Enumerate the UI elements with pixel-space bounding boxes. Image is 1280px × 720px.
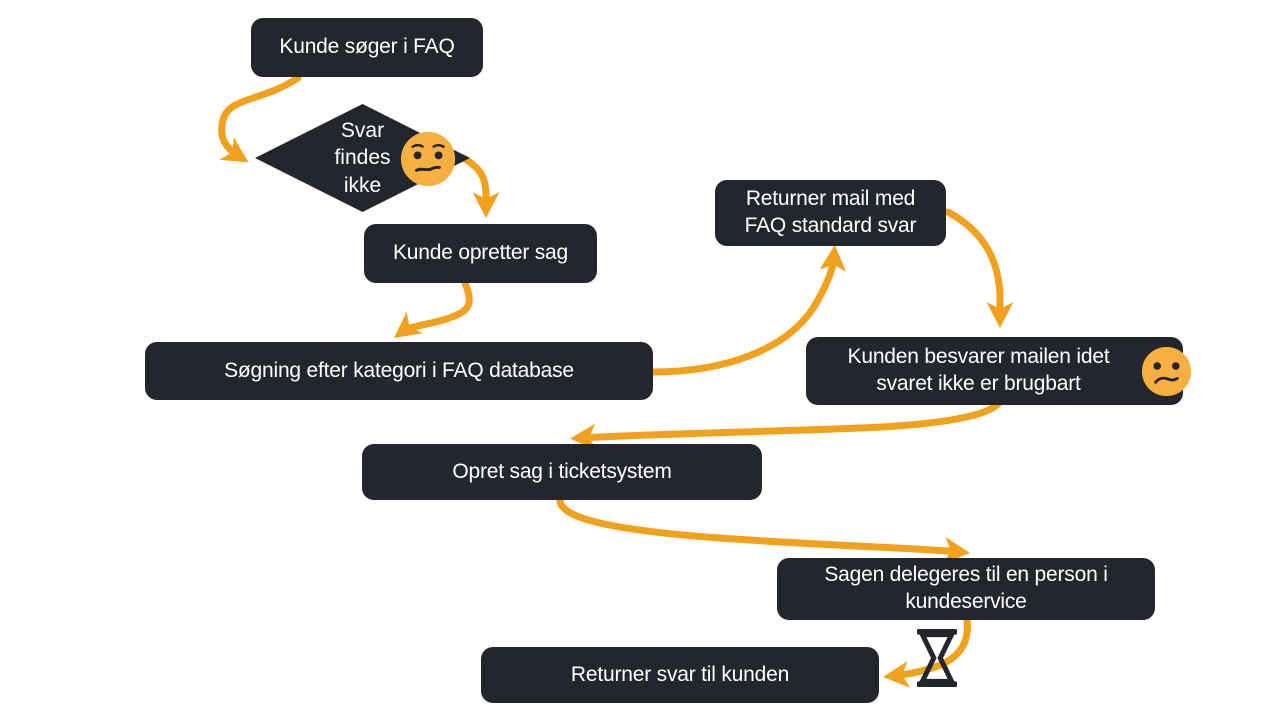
node-label: Kunde søger i FAQ [279, 35, 455, 59]
frowning-face-icon [1142, 347, 1191, 396]
node-label: Kunde opretter sag [392, 241, 569, 265]
node-label: Returner mail med FAQ standard svar [744, 187, 917, 237]
node-label: Returner svar til kunden [570, 662, 790, 686]
node-label: Svar findes ikke [334, 119, 391, 197]
node-label: Opret sag i ticketsystem [452, 459, 672, 483]
node-label: Kunden besvarer mailen idet svaret ikke … [847, 345, 1110, 395]
edge-decision-to-kunde-opretter [459, 154, 500, 219]
edge-returner-mail-to-kunden-besvarer [944, 208, 1014, 329]
node-label: Sagen delegeres til en person i kundeser… [824, 563, 1108, 613]
node-soegning-kategori[interactable]: Søgning efter kategori i FAQ database [145, 342, 653, 400]
node-opret-sag-ticketsystem[interactable]: Opret sag i ticketsystem [362, 444, 762, 500]
confused-face-icon [401, 132, 455, 186]
node-sagen-delegeres[interactable]: Sagen delegeres til en person i kundeser… [777, 558, 1155, 620]
node-label: Søgning efter kategori i FAQ database [224, 358, 574, 382]
edge-kunde-opretter-to-soegning [393, 279, 473, 339]
edge-opret-sag-to-sagen-delegeres [556, 496, 970, 564]
hourglass-icon [913, 629, 961, 687]
node-kunde-soeger-faq[interactable]: Kunde søger i FAQ [251, 18, 483, 77]
node-returner-mail-faq[interactable]: Returner mail med FAQ standard svar [715, 180, 946, 246]
node-kunden-besvarer-mailen[interactable]: Kunden besvarer mailen idet svaret ikke … [806, 337, 1183, 405]
node-returner-svar-kunden[interactable]: Returner svar til kunden [481, 647, 879, 703]
node-kunde-opretter-sag[interactable]: Kunde opretter sag [364, 224, 597, 283]
